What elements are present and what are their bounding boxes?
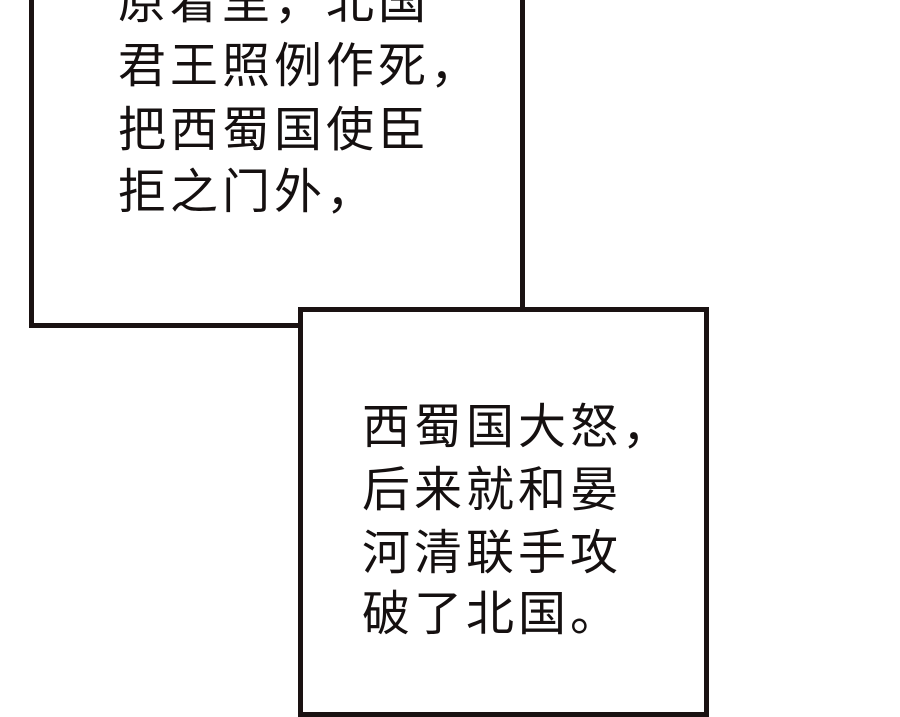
caption-line: 河清联手攻 — [362, 525, 623, 581]
caption-line: 拒之门外， — [118, 164, 379, 220]
caption-line: 原着里，北国 — [118, 0, 431, 30]
caption-line: 把西蜀国使臣 — [118, 102, 431, 158]
caption-line: 西蜀国大怒， — [362, 399, 675, 455]
caption-line: 破了北国。 — [362, 586, 623, 642]
caption-line: 君王照例作死， — [118, 38, 483, 94]
comic-panel-bottom — [298, 307, 709, 717]
comic-panel-top — [29, 0, 525, 328]
caption-line: 后来就和晏 — [362, 462, 623, 518]
